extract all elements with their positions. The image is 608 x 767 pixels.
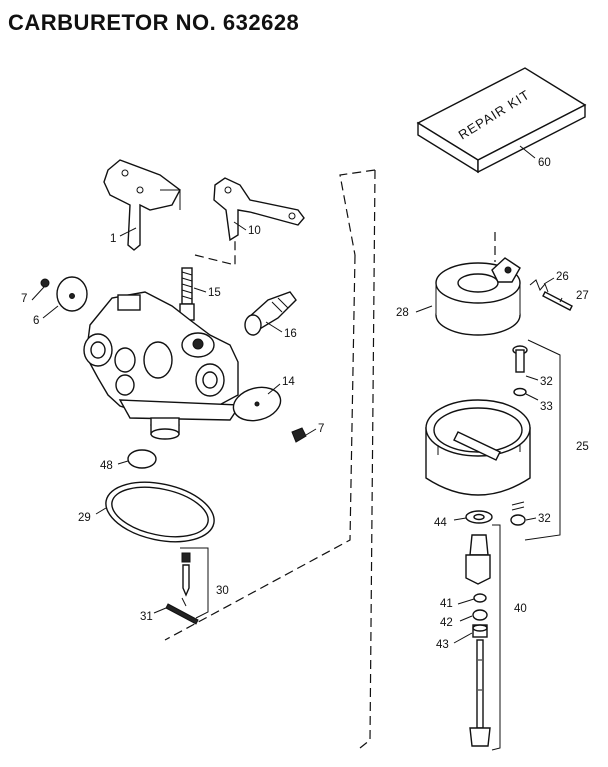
welch-plug-part-14 xyxy=(232,386,282,422)
inlet-needle-part-30 xyxy=(181,552,191,597)
repair-kit-box: REPAIR KIT xyxy=(416,67,587,174)
leader-lines xyxy=(31,145,563,644)
callout-44: 44 xyxy=(434,517,447,529)
callout-60: 60 xyxy=(538,157,551,169)
bowl-bolt-part-32 xyxy=(512,345,528,397)
choke-lever-part-10 xyxy=(213,177,305,242)
callout-26: 26 xyxy=(556,271,569,283)
callout-10: 10 xyxy=(248,225,261,237)
callout-15: 15 xyxy=(208,287,221,299)
callout-40: 40 xyxy=(514,603,527,615)
float-pin-part-27 xyxy=(529,279,573,311)
callout-25: 25 xyxy=(576,441,589,453)
callout-41: 41 xyxy=(440,598,453,610)
main-jet-part-40 xyxy=(465,534,491,747)
clip-part-31 xyxy=(165,597,199,625)
assembly-dashed-lines xyxy=(164,169,496,749)
callout-48: 48 xyxy=(100,460,113,472)
carburetor-body xyxy=(83,291,242,440)
callout-32-lower: 32 xyxy=(538,513,551,525)
diagram-title: CARBURETOR NO. 632628 xyxy=(8,10,300,35)
idle-screw-part-15 xyxy=(179,267,195,321)
bowl-nut-part-32 xyxy=(510,501,526,526)
callout-16: 16 xyxy=(284,328,297,340)
callout-28: 28 xyxy=(396,307,409,319)
callout-32-upper: 32 xyxy=(540,376,553,388)
callout-14: 14 xyxy=(282,376,295,388)
screw-part-7 xyxy=(291,427,307,443)
callout-30: 30 xyxy=(216,585,229,597)
callout-27: 27 xyxy=(576,290,589,302)
bracket-lines xyxy=(180,339,561,751)
callout-6: 6 xyxy=(33,315,39,327)
fuel-inlet-part-16 xyxy=(244,291,297,336)
callout-labels: 1 10 15 7 6 16 14 7 48 29 30 31 60 26 27… xyxy=(21,157,589,651)
plug-part-48 xyxy=(127,449,157,469)
callout-31: 31 xyxy=(140,611,153,623)
float-bowl-part-25 xyxy=(425,399,531,496)
callout-43: 43 xyxy=(436,639,449,651)
callout-7-upper: 7 xyxy=(21,293,27,305)
bowl-gasket-part-29 xyxy=(105,481,215,543)
callout-1: 1 xyxy=(110,233,116,245)
callout-7-lower: 7 xyxy=(318,423,324,435)
callout-33: 33 xyxy=(540,401,553,413)
choke-plate-part-6 xyxy=(40,276,88,312)
throttle-lever-part-1 xyxy=(103,159,181,251)
callout-42: 42 xyxy=(440,617,453,629)
callout-29: 29 xyxy=(78,512,91,524)
gasket-part-44 xyxy=(465,510,493,524)
float-part-28 xyxy=(435,257,521,336)
